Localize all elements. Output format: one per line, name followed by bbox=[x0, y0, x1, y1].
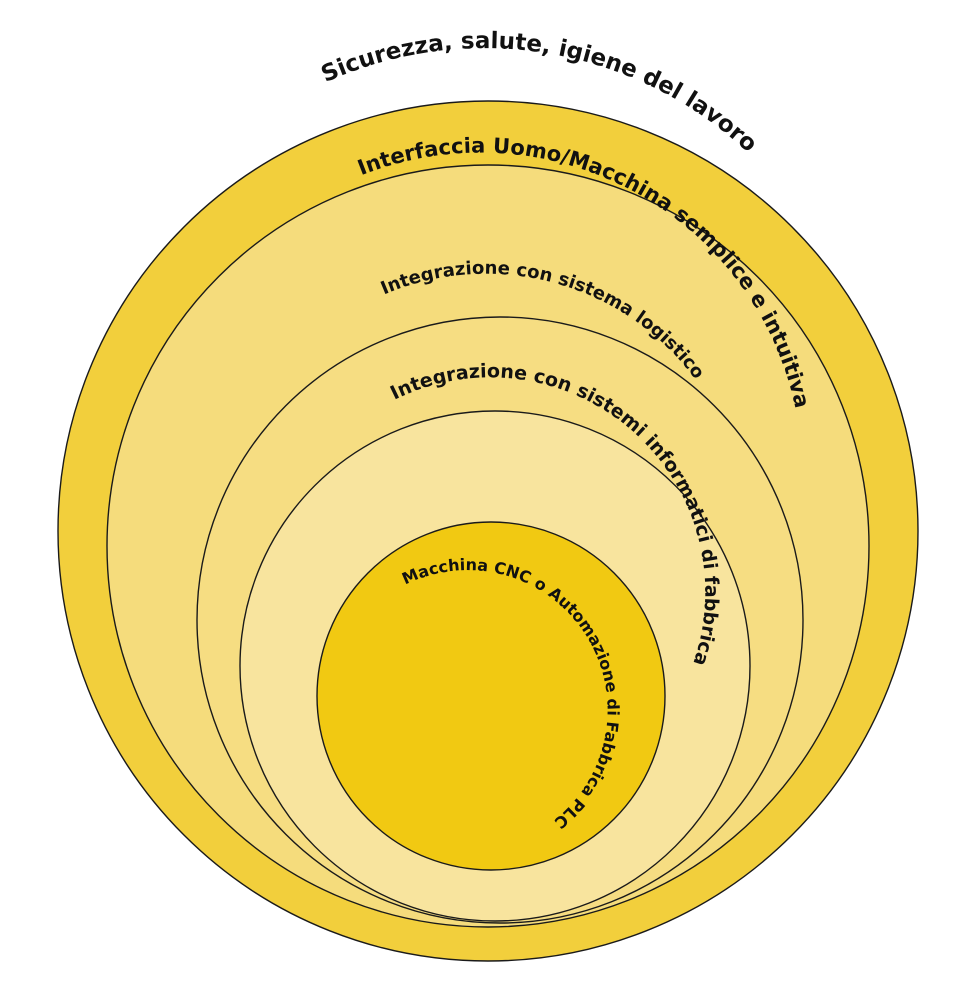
layer-circle-core bbox=[316, 521, 666, 871]
